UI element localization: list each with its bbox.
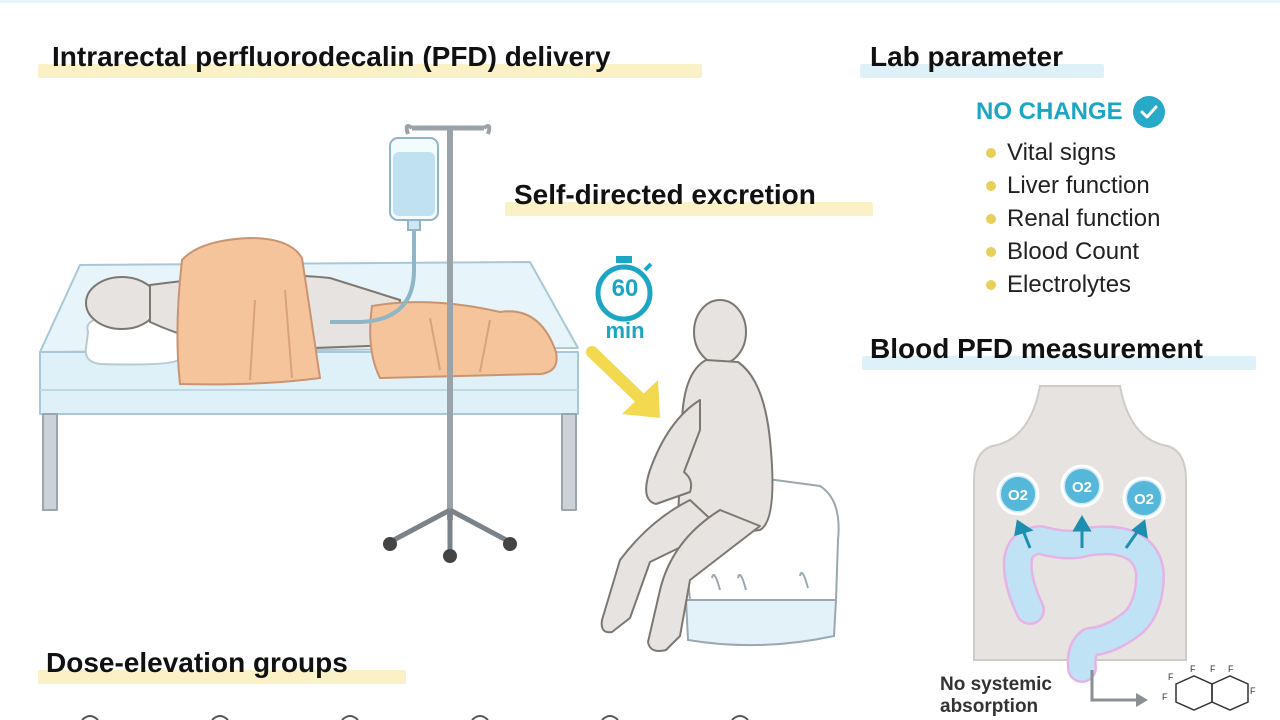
molecule-atom-3: F [1210, 664, 1216, 674]
bullet-dot [986, 246, 996, 257]
bullet-dot [986, 147, 996, 158]
dose-heading-highlight [38, 670, 406, 684]
list-item: Vital signs [986, 136, 1160, 169]
molecule-atom-6: F [1250, 686, 1256, 696]
lab-item-label: Vital signs [1007, 138, 1116, 166]
bullet-dot [986, 279, 996, 290]
list-item: Electrolytes [986, 268, 1160, 301]
oxygen-label-2: O2 [1072, 479, 1092, 496]
no-absorption-label: No systemic absorption [940, 674, 1052, 717]
iv-tube [330, 230, 416, 324]
delivery-heading: Intrarectal perfluorodecalin (PFD) deliv… [52, 41, 611, 72]
lab-item-label: Electrolytes [1007, 270, 1132, 298]
iv-bag [389, 137, 439, 231]
lab-status-text: NO CHANGE [976, 98, 1123, 125]
top-border [0, 0, 1280, 3]
lab-parameter-list: Vital signs Liver function Renal functio… [986, 136, 1160, 301]
timer-unit: min [605, 318, 645, 343]
delivery-heading-highlight [38, 64, 702, 78]
excretion-heading: Self-directed excretion [514, 179, 816, 210]
molecule-atom-5: F [1162, 692, 1168, 702]
blanket-lower [369, 301, 558, 380]
molecule-atom-4: F [1228, 664, 1234, 674]
molecule-atom-1: F [1168, 672, 1174, 682]
blood-heading-highlight [862, 356, 1256, 370]
lab-item-label: Blood Count [1007, 237, 1140, 265]
sitting-person [600, 299, 774, 652]
patient-head [85, 276, 159, 330]
check-icon [1132, 96, 1165, 128]
excretion-heading-highlight [505, 202, 873, 216]
bullet-dot [986, 213, 996, 224]
list-item: Blood Count [986, 235, 1160, 268]
lab-heading: Lab parameter [870, 41, 1063, 72]
no-absorption-arrow [1090, 670, 1140, 702]
oxygen-bubble-icon [996, 464, 1166, 520]
stopwatch-icon [595, 256, 653, 322]
lab-item-label: Renal function [1007, 204, 1161, 232]
oxygen-label-1: O2 [1008, 487, 1028, 504]
lab-status: NO CHANGE [976, 96, 1165, 128]
blanket-upper [176, 236, 322, 386]
dose-heading: Dose-elevation groups [46, 647, 348, 678]
arrow-icon [586, 346, 660, 418]
bullet-dot [986, 180, 996, 191]
list-item: Liver function [986, 169, 1160, 202]
timer-value: 60 [611, 275, 639, 302]
iv-stand [383, 124, 517, 563]
oxygen-arrows [1014, 515, 1148, 549]
molecule-atom-2: F [1190, 664, 1196, 674]
blood-heading: Blood PFD measurement [870, 333, 1203, 364]
molecule-icon [1175, 675, 1249, 711]
list-item: Renal function [986, 202, 1160, 235]
dose-group-markers [81, 715, 749, 720]
oxygen-label-3: O2 [1134, 491, 1154, 508]
lab-heading-highlight [860, 64, 1104, 78]
lab-item-label: Liver function [1007, 171, 1150, 199]
